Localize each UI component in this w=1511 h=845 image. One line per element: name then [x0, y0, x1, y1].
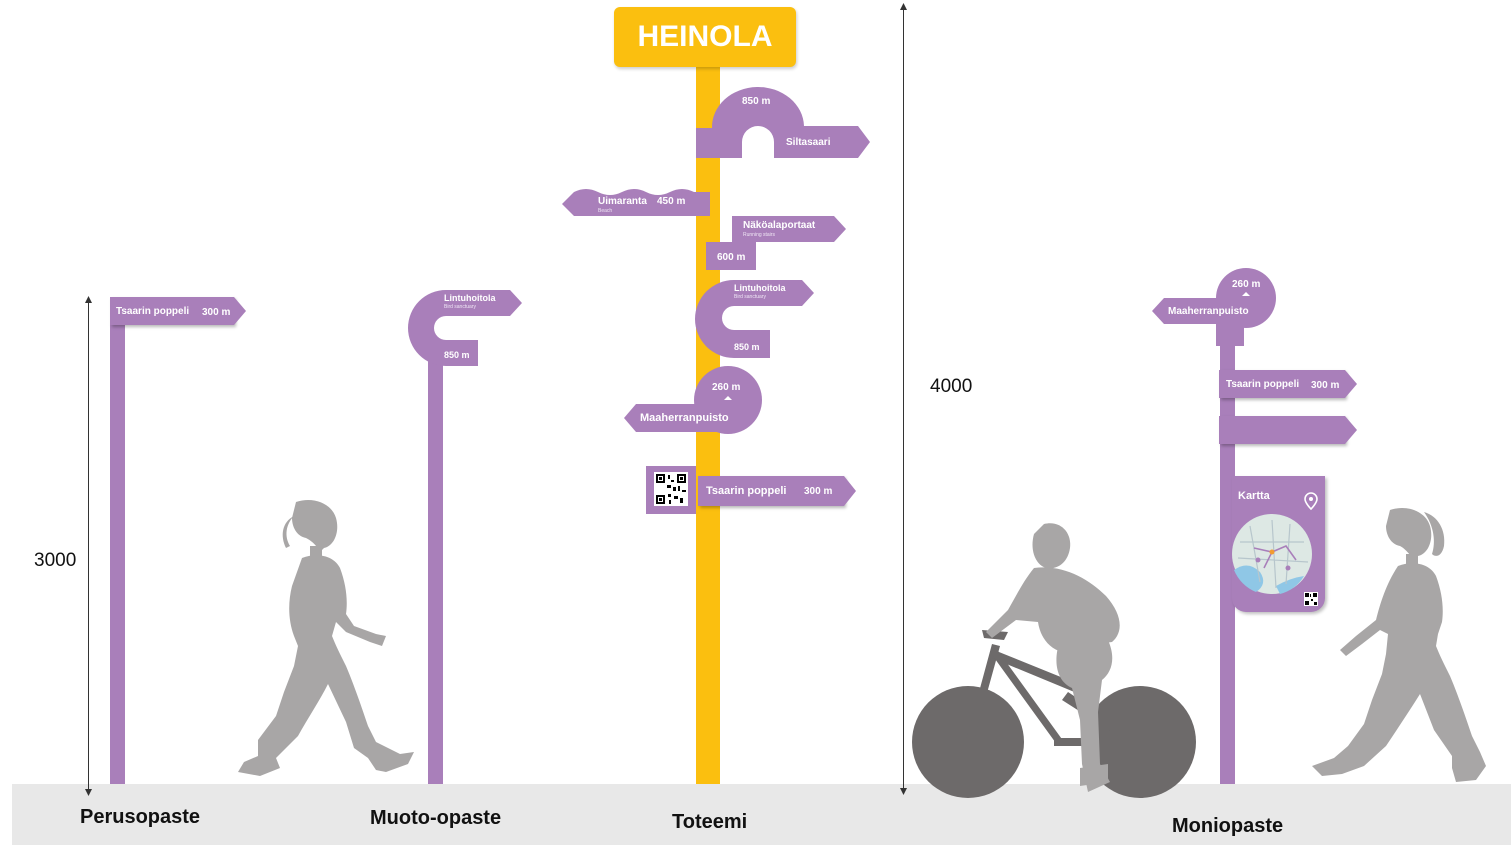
moniopaste-sign-maaherranpuisto	[1152, 268, 1276, 346]
label-moniopaste: Moniopaste	[1172, 815, 1284, 837]
map-title: Kartta	[1238, 490, 1270, 502]
totem-sign-tsaarin: Tsaarin poppeli 300 m	[698, 476, 856, 506]
uimaranta-name: Uimaranta	[598, 196, 647, 207]
label-muoto-opaste: Muoto-opaste	[370, 807, 502, 829]
sign-maaherranpuisto	[624, 366, 762, 434]
sign-lintuhoitola	[695, 280, 814, 358]
sign-distance: 300 m	[804, 486, 833, 497]
ground-strip	[12, 784, 1511, 845]
walking-woman-silhouette-2	[1312, 507, 1486, 782]
label-toteemi: Toteemi	[672, 811, 748, 833]
dimension-label-3000: 3000	[34, 550, 77, 571]
muoto-name: Lintuhoitola	[444, 293, 496, 303]
totem-header: HEINOLA	[614, 7, 796, 67]
sign-name: Tsaarin poppeli	[1226, 379, 1300, 390]
walking-woman-silhouette-1	[238, 499, 414, 776]
lintuhoitola-distance: 850 m	[734, 342, 760, 352]
qr-code-icon	[654, 472, 688, 506]
dimension-label-4000: 4000	[930, 376, 973, 397]
uimaranta-distance: 450 m	[657, 196, 686, 207]
sign-distance: 300 m	[1311, 380, 1340, 391]
moni-maaherranpuisto-name: Maaherranpuisto	[1168, 306, 1249, 317]
siltasaari-distance: 850 m	[742, 96, 771, 107]
sign-distance: 300 m	[202, 307, 231, 318]
lintuhoitola-sub: Bird sanctuary	[734, 294, 766, 300]
nakoalaportaat-sub: Running stairs	[743, 232, 775, 238]
muoto-distance: 850 m	[444, 350, 470, 360]
location-pin-icon	[1304, 492, 1318, 511]
map-circle	[1232, 514, 1312, 594]
moni-maaherranpuisto-distance: 260 m	[1232, 279, 1261, 290]
label-perusopaste: Perusopaste	[80, 806, 201, 828]
uimaranta-sub: Beach	[598, 208, 613, 214]
map-panel: Kartta	[1232, 476, 1325, 612]
lintuhoitola-name: Lintuhoitola	[734, 283, 786, 293]
map-qr-icon	[1304, 592, 1318, 606]
perusopaste-post	[110, 300, 125, 784]
sign-uimaranta	[562, 189, 710, 216]
maaherranpuisto-distance: 260 m	[712, 382, 741, 393]
perusopaste-sign: Tsaarin poppeli 300 m	[110, 297, 246, 325]
siltasaari-name: Siltasaari	[786, 137, 831, 148]
totem-title: HEINOLA	[637, 20, 773, 53]
moniopaste-sign-blank	[1219, 416, 1357, 444]
cyclist-silhouette	[912, 523, 1196, 798]
sign-siltasaari	[696, 87, 870, 158]
sign-name: Tsaarin poppeli	[116, 306, 190, 317]
totem-qr-panel	[646, 466, 696, 514]
moniopaste-sign-tsaarin: Tsaarin poppeli 300 m	[1219, 370, 1357, 398]
muoto-post	[428, 340, 443, 784]
muoto-shape-sign	[408, 290, 522, 366]
maaherranpuisto-name: Maaherranpuisto	[640, 412, 729, 424]
moniopaste-post	[1220, 340, 1235, 784]
sign-nakoalaportaat	[706, 216, 846, 270]
muoto-sub: Bird sanctuary	[444, 304, 476, 310]
nakoalaportaat-distance: 600 m	[717, 252, 746, 263]
nakoalaportaat-name: Näköalaportaat	[743, 220, 816, 231]
sign-name: Tsaarin poppeli	[706, 485, 787, 497]
